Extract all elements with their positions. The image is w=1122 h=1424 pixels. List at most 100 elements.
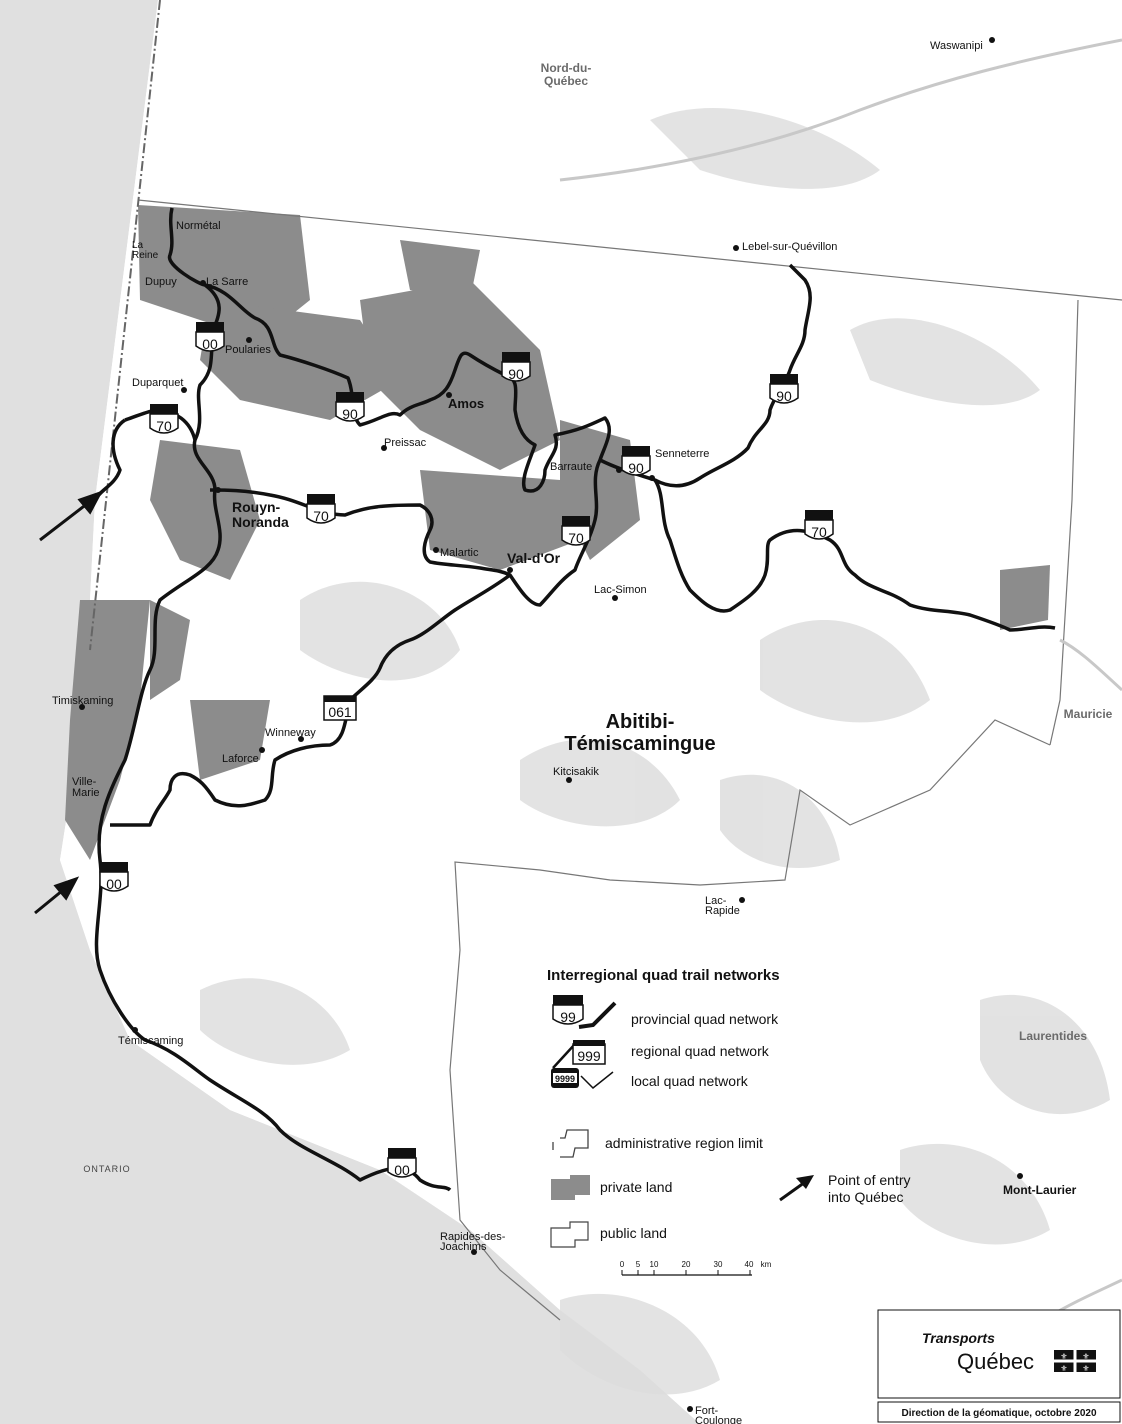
label-fortcoulonge: Fort-Coulonge: [695, 1405, 742, 1424]
legend-provincial-symbol: 99: [552, 995, 617, 1029]
shield-label: 00: [202, 336, 218, 352]
label-montlaurier: Mont-Laurier: [1003, 1183, 1077, 1197]
admin-region-limit: [137, 199, 1122, 301]
region-mauricie: Mauricie: [1064, 707, 1113, 721]
credit-line: Direction de la géomatique, octobre 2020: [901, 1408, 1096, 1419]
shield-label: 90: [508, 366, 524, 382]
legend-regional-label: regional quad network: [631, 1043, 770, 1059]
scale-tick-20: 20: [682, 1260, 691, 1269]
shield-label: 00: [106, 876, 122, 892]
scale-tick-5: 5: [636, 1260, 641, 1269]
route-shield-90-c: 90: [769, 374, 799, 404]
legend: Interregional quad trail networks 99 pro…: [547, 967, 911, 1248]
svg-text:⚜: ⚜: [1060, 1352, 1067, 1361]
label-preissac: Preissac: [384, 437, 427, 449]
legend-local-shield-label: 9999: [555, 1074, 575, 1084]
brand-line1: Transports: [922, 1330, 995, 1346]
label-lebel: Lebel-sur-Quévillon: [742, 241, 837, 253]
label-villemarie: Ville-Marie: [72, 776, 100, 799]
label-lacsimon: Lac-Simon: [594, 584, 647, 596]
label-barraute: Barraute: [550, 461, 592, 473]
label-valdor: Val-d'Or: [507, 550, 561, 566]
brand-line2: Québec: [957, 1349, 1034, 1374]
shield-label: 70: [811, 524, 827, 540]
scale-tick-30: 30: [714, 1260, 723, 1269]
region-ontario: ONTARIO: [83, 1164, 130, 1174]
shield-label: 90: [342, 406, 358, 422]
label-normetal: Normétal: [176, 220, 221, 232]
route-shield-90-b: 90: [501, 352, 531, 382]
shield-label: 90: [776, 388, 792, 404]
town-dots: [79, 37, 1023, 1412]
label-poularies: Poularies: [225, 344, 271, 356]
provincial-border: [89, 0, 161, 651]
label-duparquet: Duparquet: [132, 377, 183, 389]
route-shield-70-d: 70: [804, 510, 834, 540]
label-lasarre: La Sarre: [206, 276, 248, 288]
legend-title: Interregional quad trail networks: [547, 967, 780, 984]
legend-provincial-label: provincial quad network: [631, 1011, 779, 1027]
label-kitcisakik: Kitcisakik: [553, 766, 599, 778]
svg-text:⚜: ⚜: [1082, 1364, 1089, 1373]
legend-private-symbol: [551, 1175, 590, 1200]
route-shield-061: 061: [323, 695, 357, 721]
ontario-area: [0, 0, 700, 1424]
legend-private-label: private land: [600, 1179, 672, 1195]
legend-local-symbol: 9999: [551, 1068, 614, 1090]
label-temiscaming: Témiscaming: [118, 1035, 183, 1047]
shield-label: 70: [156, 418, 172, 434]
scale-tick-10: 10: [650, 1260, 659, 1269]
legend-entry-label-line1: Point of entry: [828, 1172, 911, 1188]
label-rapides: Rapides-des-Joachims: [440, 1231, 506, 1253]
route-shield-00-south: 00: [99, 862, 129, 892]
public-land-tint: [200, 108, 1110, 1395]
label-laforce: Laforce: [222, 753, 259, 765]
shield-label: 00: [394, 1162, 410, 1178]
route-shield-70-b: 70: [306, 494, 336, 524]
legend-admin-symbol: [552, 1129, 589, 1158]
region-laurentides: Laurentides: [1019, 1029, 1087, 1043]
label-timiskaming: Timiskaming: [52, 695, 113, 707]
route-shield-00-north: 00: [195, 322, 225, 352]
region-abitibi: Abitibi-Témiscamingue: [564, 711, 715, 755]
entry-arrows: [34, 490, 104, 915]
scale-tick-0: 0: [620, 1260, 625, 1269]
shield-label: 90: [628, 460, 644, 476]
svg-text:⚜: ⚜: [1082, 1352, 1089, 1361]
label-dupuy: Dupuy: [145, 276, 177, 288]
admin-region-limit-east: [1049, 299, 1079, 746]
quebec-flag-icon: ⚜ ⚜ ⚜ ⚜: [1054, 1350, 1096, 1373]
route-shield-90-d: 90: [621, 446, 651, 476]
route-shield-70-c: 70: [561, 516, 591, 546]
label-lacrapide: Lac-Rapide: [705, 895, 740, 917]
scale-tick-40: 40: [745, 1260, 754, 1269]
svg-text:⚜: ⚜: [1060, 1364, 1067, 1373]
region-nord-line1: Nord-du-Québec: [541, 61, 592, 88]
label-senneterre: Senneterre: [655, 448, 709, 460]
publisher-block: Transports Québec ⚜ ⚜ ⚜ ⚜ Direction de l…: [877, 1309, 1121, 1423]
legend-regional-symbol: 999: [552, 1040, 606, 1069]
legend-provincial-shield-label: 99: [560, 1009, 576, 1025]
label-rouyn: Rouyn-Noranda: [232, 499, 289, 530]
shield-label: 70: [313, 508, 329, 524]
label-amos: Amos: [448, 396, 484, 411]
legend-entry-label-line2: into Québec: [828, 1189, 904, 1205]
route-shield-70-a: 70: [149, 404, 179, 434]
route-shield-90-a: 90: [335, 392, 365, 422]
scale-bar: 0 5 10 20 30 40 km: [620, 1260, 772, 1276]
shield-label: 70: [568, 530, 584, 546]
label-waswanipi: Waswanipi: [930, 40, 983, 52]
legend-regional-shield-label: 999: [577, 1048, 601, 1064]
legend-public-symbol: [550, 1221, 589, 1248]
scale-unit: km: [761, 1260, 772, 1269]
label-malartic: Malartic: [440, 547, 479, 559]
legend-entry-arrow-icon: [779, 1175, 814, 1202]
label-winneway: Winneway: [265, 727, 316, 739]
legend-public-label: public land: [600, 1225, 667, 1241]
route-shield-00-southeast: 00: [387, 1148, 417, 1178]
legend-local-label: local quad network: [631, 1073, 749, 1089]
shield-label: 061: [328, 704, 352, 720]
legend-admin-label: administrative region limit: [605, 1135, 763, 1151]
